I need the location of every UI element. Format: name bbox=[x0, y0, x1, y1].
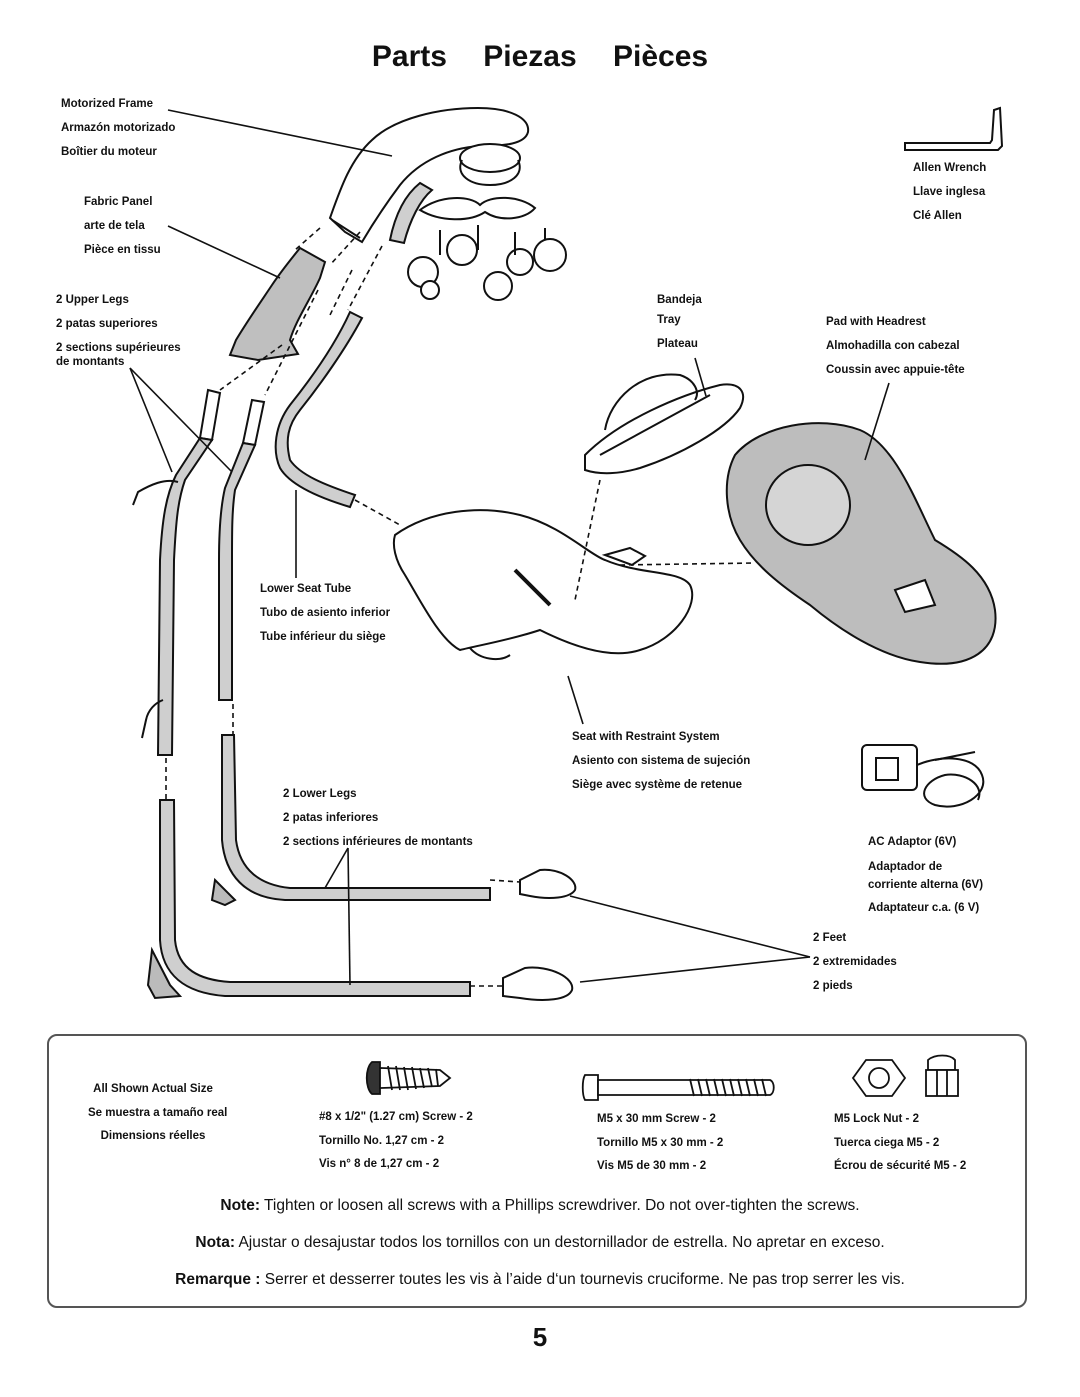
parts-illustration bbox=[129, 106, 1004, 1001]
label-motorized-frame: Motorized Frame Armazón motorizado Boîti… bbox=[61, 98, 176, 158]
label-m5-screw: M5 x 30 mm Screw - 2 Tornillo M5 x 30 mm… bbox=[597, 1113, 724, 1172]
mobile-toys bbox=[407, 143, 567, 301]
label-small-screw: #8 x 1/2" (1.27 cm) Screw - 2 Tornillo N… bbox=[319, 1111, 473, 1170]
lower-leg-back bbox=[159, 799, 471, 997]
label-fabric-panel: Fabric Panel arte de tela Pièce en tissu bbox=[84, 196, 161, 256]
foot-cap-2 bbox=[502, 966, 574, 1001]
foot-cap-1 bbox=[519, 868, 577, 899]
upper-leg-right bbox=[241, 398, 266, 447]
upper-leg-left bbox=[198, 388, 222, 442]
label-pad-headrest: Pad with Headrest Almohadilla con cabeza… bbox=[826, 316, 965, 376]
label-upper-legs: 2 Upper Legs 2 patas superiores 2 sectio… bbox=[56, 294, 181, 368]
seat bbox=[392, 509, 694, 655]
label-lock-nut: M5 Lock Nut - 2 Tuerca ciega M5 - 2 Écro… bbox=[834, 1113, 967, 1172]
label-seat: Seat with Restraint System Asiento con s… bbox=[572, 731, 751, 791]
frame-tube bbox=[274, 310, 364, 509]
note-french: Remarque : Serrer et desserrer toutes le… bbox=[175, 1271, 905, 1288]
note-spanish: Nota: Ajustar o desajustar todos los tor… bbox=[195, 1234, 885, 1251]
ac-adaptor bbox=[861, 744, 985, 808]
motorized-frame bbox=[328, 106, 530, 244]
pad-with-headrest bbox=[725, 422, 997, 665]
label-lower-seat-tube: Lower Seat Tube Tubo de asiento inferior… bbox=[260, 583, 391, 643]
label-feet: 2 Feet 2 extremidades 2 pieds bbox=[813, 932, 897, 992]
page-number: 5 bbox=[532, 1322, 548, 1352]
label-allen-wrench: Allen Wrench Llave inglesa Clé Allen bbox=[913, 162, 987, 222]
allen-wrench bbox=[904, 106, 1004, 151]
note-english: Note: Tighten or loosen all screws with … bbox=[220, 1197, 860, 1214]
fabric-panel bbox=[228, 246, 327, 362]
label-ac-adaptor: AC Adaptor (6V) Adaptador de corriente a… bbox=[868, 836, 984, 914]
label-lower-legs: 2 Lower Legs 2 patas inferiores 2 sectio… bbox=[283, 788, 473, 848]
page-title: Parts Piezas Pièces bbox=[371, 40, 709, 73]
hardware-notes-panel bbox=[47, 1034, 1027, 1308]
lower-leg-front bbox=[221, 734, 491, 901]
label-tray: Bandeja Tray Plateau bbox=[657, 294, 702, 350]
tray bbox=[584, 383, 745, 475]
actual-size-note: All Shown Actual Size Se muestra a tamañ… bbox=[88, 1083, 228, 1142]
